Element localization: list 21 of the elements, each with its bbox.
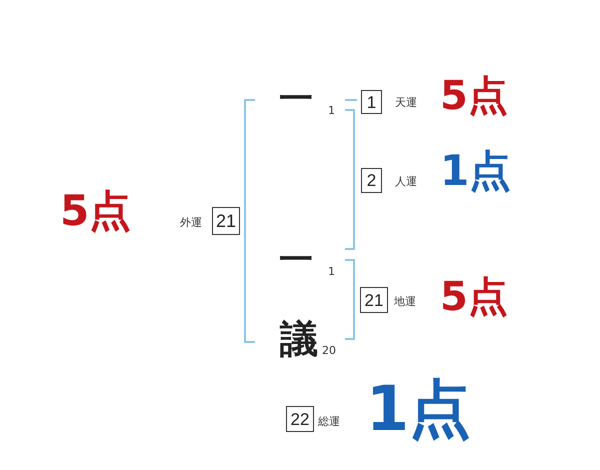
score-text: 5点 [440, 76, 508, 116]
stroke-count: 1 [328, 266, 335, 277]
fortune-label: 人運 [395, 176, 417, 187]
score-text: 5点 [60, 190, 132, 232]
stroke-count: 1 [328, 105, 335, 116]
number-box: 2 [361, 168, 382, 193]
number-box: 1 [361, 90, 382, 114]
number-box: 21 [360, 287, 388, 313]
stroke-count: 20 [322, 345, 336, 356]
name-character: 一 [279, 82, 313, 116]
name-character: 議 [280, 320, 318, 358]
number-box: 22 [286, 406, 314, 432]
fortune-label: 天運 [395, 97, 417, 108]
fortune-label: 地運 [394, 296, 416, 307]
fortune-label: 総運 [318, 416, 340, 427]
fortune-label: 外運 [180, 217, 202, 228]
score-text: 1点 [366, 378, 472, 440]
number-box: 21 [212, 207, 240, 235]
score-text: 5点 [440, 277, 508, 317]
name-character: 一 [279, 243, 313, 277]
score-text: 1点 [440, 150, 512, 192]
